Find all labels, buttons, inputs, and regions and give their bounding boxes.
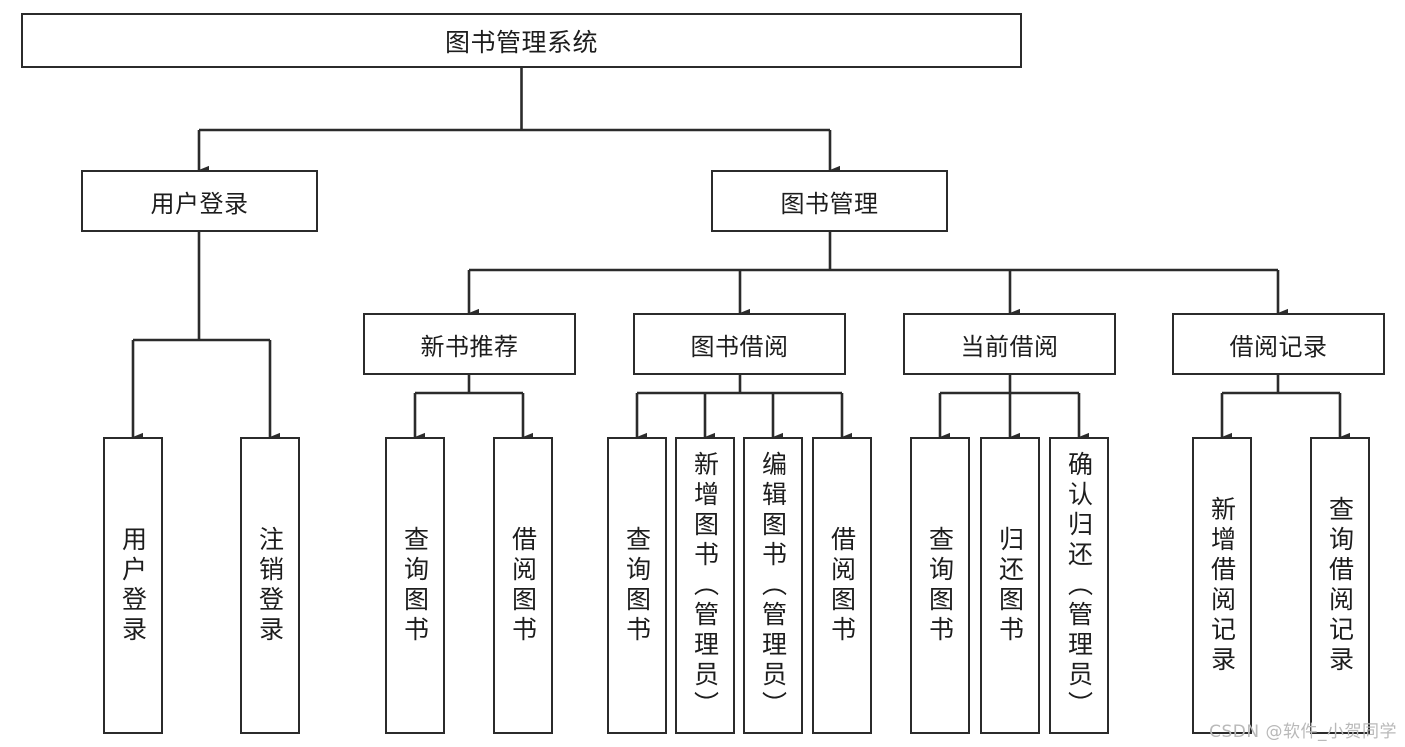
node-label: 编辑图书（管理员）: [758, 450, 788, 721]
node-leaf-add-borrow-record[interactable]: 新增借阅记录: [1192, 437, 1252, 734]
node-leaf-query-borrow-record[interactable]: 查询借阅记录: [1310, 437, 1370, 734]
node-label: 借阅图书: [508, 525, 538, 646]
node-label: 查询借阅记录: [1325, 495, 1355, 676]
node-new-book-recommend[interactable]: 新书推荐: [363, 313, 576, 375]
node-label: 图书管理系统: [444, 27, 598, 57]
node-leaf-borrow-book-recommend[interactable]: 借阅图书: [493, 437, 553, 734]
node-user-login[interactable]: 用户登录: [81, 170, 318, 232]
node-label: 借阅图书: [827, 525, 857, 646]
node-book-borrow[interactable]: 图书借阅: [633, 313, 846, 375]
node-label: 确认归还（管理员）: [1064, 450, 1094, 721]
node-leaf-query-book-borrow[interactable]: 查询图书: [607, 437, 667, 734]
node-label: 注销登录: [255, 525, 285, 646]
node-label: 归还图书: [995, 525, 1025, 646]
node-leaf-query-book-current[interactable]: 查询图书: [910, 437, 970, 734]
node-leaf-edit-book[interactable]: 编辑图书（管理员）: [743, 437, 803, 734]
node-label: 当前借阅: [960, 332, 1059, 361]
node-book-manage[interactable]: 图书管理: [711, 170, 948, 232]
node-label: 新增图书（管理员）: [690, 450, 720, 721]
node-label: 查询图书: [622, 525, 652, 646]
node-current-borrow[interactable]: 当前借阅: [903, 313, 1116, 375]
node-label: 新增借阅记录: [1207, 495, 1237, 676]
node-leaf-add-book[interactable]: 新增图书（管理员）: [675, 437, 735, 734]
node-label: 图书借阅: [690, 332, 789, 361]
node-leaf-query-book-recommend[interactable]: 查询图书: [385, 437, 445, 734]
node-label: 查询图书: [400, 525, 430, 646]
node-label: 图书管理: [780, 189, 879, 218]
node-leaf-logout[interactable]: 注销登录: [240, 437, 300, 734]
node-leaf-return-book[interactable]: 归还图书: [980, 437, 1040, 734]
node-leaf-confirm-return[interactable]: 确认归还（管理员）: [1049, 437, 1109, 734]
node-borrow-record[interactable]: 借阅记录: [1172, 313, 1385, 375]
node-book-management-system[interactable]: 图书管理系统: [21, 13, 1022, 68]
node-leaf-user-login[interactable]: 用户登录: [103, 437, 163, 734]
node-label: 查询图书: [925, 525, 955, 646]
node-label: 新书推荐: [420, 332, 519, 361]
node-label: 借阅记录: [1229, 332, 1328, 361]
node-leaf-borrow-book[interactable]: 借阅图书: [812, 437, 872, 734]
node-label: 用户登录: [118, 525, 148, 646]
node-label: 用户登录: [150, 189, 249, 218]
